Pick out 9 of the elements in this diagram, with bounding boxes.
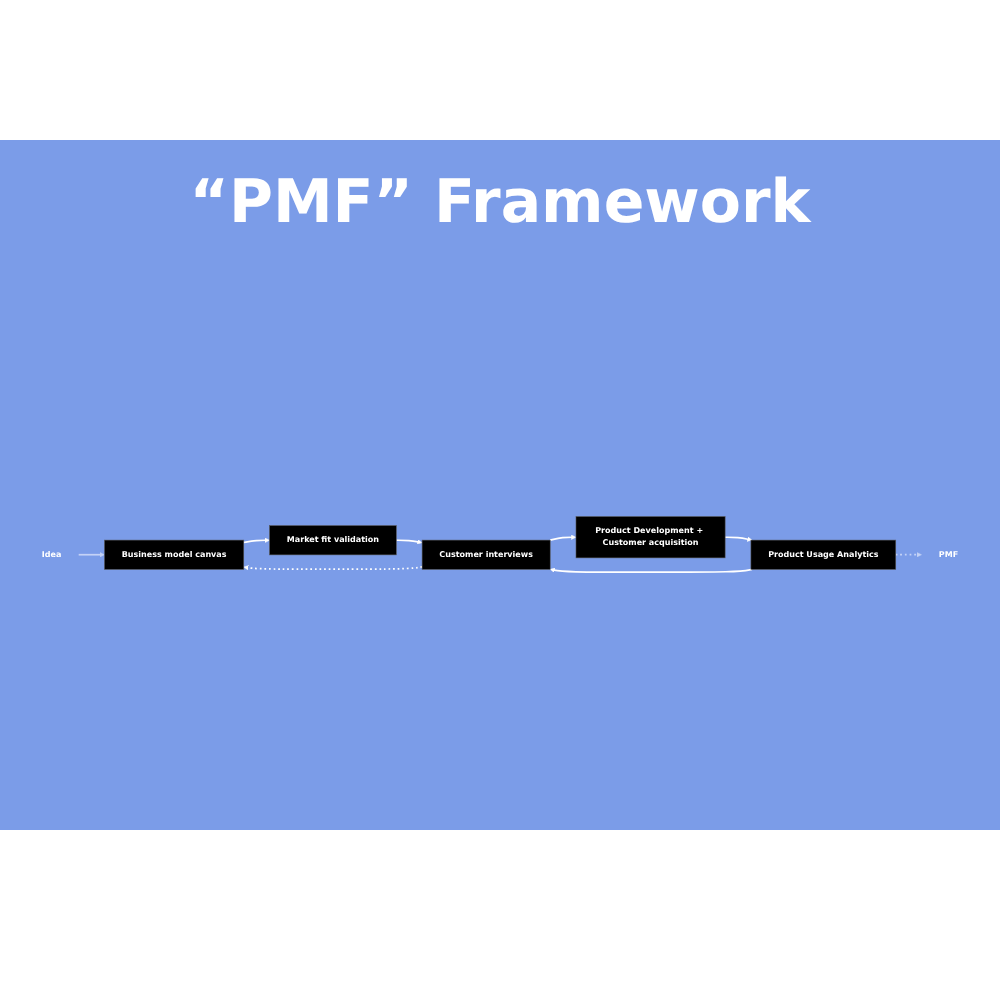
diagram-title: “PMF” Framework <box>187 168 813 238</box>
arrow <box>894 552 922 558</box>
arrow <box>242 538 270 544</box>
arrow <box>77 552 105 558</box>
arrow <box>549 535 577 542</box>
arrow <box>724 536 753 543</box>
arrow <box>243 565 423 571</box>
arrow <box>395 539 423 545</box>
arrow <box>549 568 753 574</box>
